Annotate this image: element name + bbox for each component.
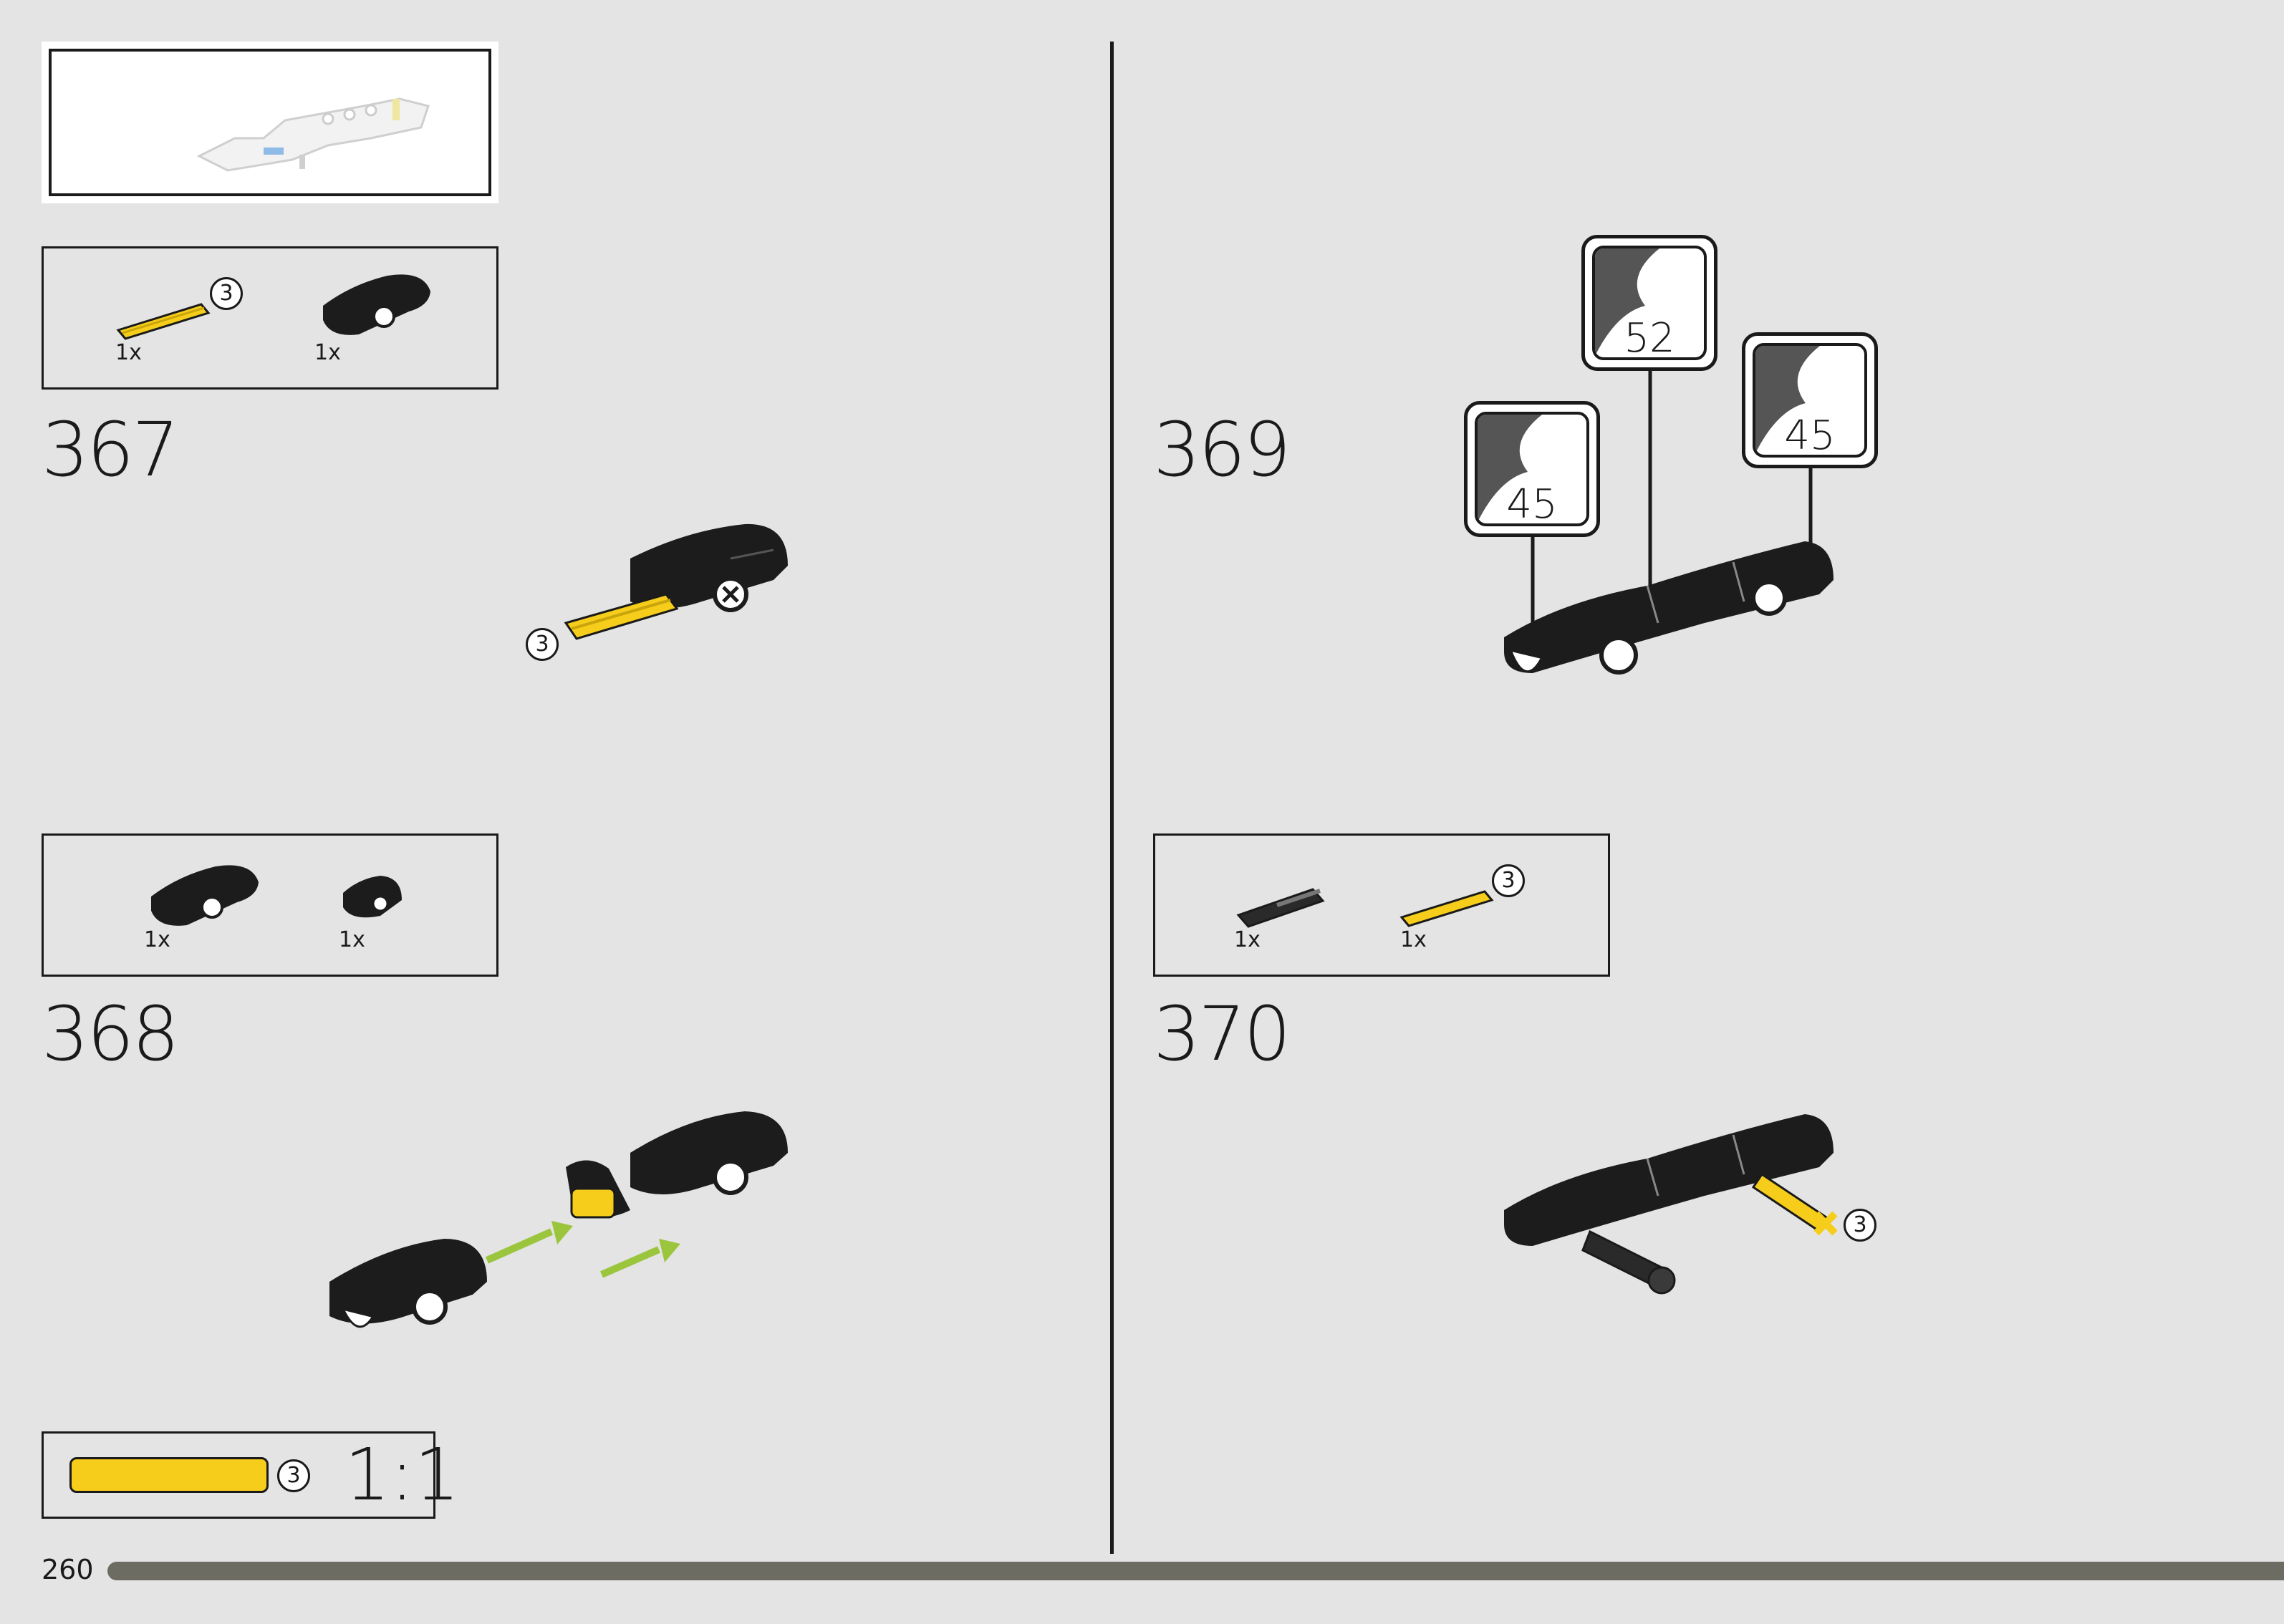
step-369-model — [1504, 371, 1834, 675]
step-368-model — [329, 1111, 788, 1328]
sticker-icon — [1755, 346, 1820, 453]
step-number: 367 — [42, 406, 180, 493]
parts-list-368: 1x 1x — [42, 833, 498, 977]
yellow-axle-part — [116, 303, 211, 340]
sticker-callout: 52 — [1581, 235, 1717, 371]
sticker-number: 45 — [1784, 412, 1836, 459]
part-quantity: 1x — [1400, 927, 1427, 952]
progress-bar — [107, 1562, 2284, 1580]
part-size-callout: 3 — [1844, 1209, 1876, 1242]
scale-reference: 3 1:1 — [42, 1431, 460, 1519]
step-number: 368 — [42, 990, 180, 1078]
submodel-overview — [42, 42, 498, 203]
step-number: 369 — [1153, 406, 1291, 493]
part-quantity: 1x — [339, 927, 365, 952]
part-quantity: 1x — [314, 340, 341, 365]
scale-size-label: 3 — [277, 1459, 310, 1492]
part-quantity: 1x — [144, 927, 170, 952]
scale-ratio: 1:1 — [344, 1433, 460, 1517]
black-panel-part — [151, 865, 259, 926]
axle-scale-bar — [69, 1457, 269, 1493]
sticker-number: 45 — [1506, 481, 1558, 528]
sticker-icon — [1595, 248, 1659, 356]
submodel-preview-image — [196, 97, 430, 172]
black-panel-part — [323, 274, 430, 335]
sticker-icon — [1478, 415, 1542, 522]
step-367-model — [564, 523, 788, 640]
small-black-panel-part — [343, 876, 402, 918]
page-number: 260 — [42, 1554, 94, 1585]
page-divider — [1110, 42, 1114, 1554]
yellow-axle-part — [1399, 890, 1494, 927]
step-number: 370 — [1153, 990, 1291, 1078]
sticker-callout: 45 — [1464, 401, 1600, 537]
part-size-label: 3 — [210, 277, 243, 310]
part-size-label: 3 — [1492, 864, 1525, 897]
dark-pin-part — [1236, 888, 1325, 928]
sticker-callout: 45 — [1742, 332, 1878, 468]
part-size-callout: 3 — [526, 628, 559, 661]
sticker-number: 52 — [1624, 315, 1675, 362]
step-370-model — [1504, 1114, 1838, 1295]
parts-list-367: 3 1x 1x — [42, 246, 498, 390]
parts-list-370: 1x 3 1x — [1153, 833, 1610, 977]
part-quantity: 1x — [1234, 927, 1261, 952]
part-quantity: 1x — [115, 340, 142, 365]
